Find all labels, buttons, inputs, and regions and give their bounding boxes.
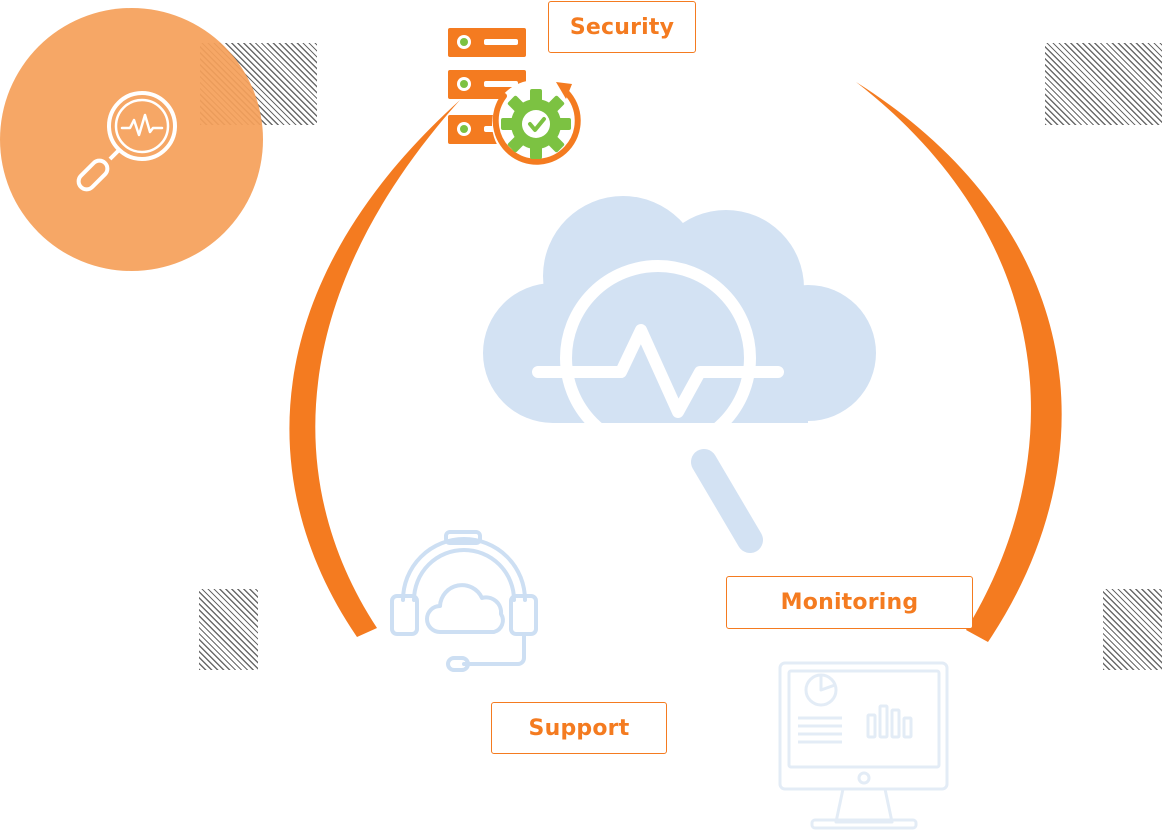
hatch-pattern-bottom-right [1103, 589, 1162, 670]
security-label: Security [548, 1, 696, 53]
monitoring-label: Monitoring [726, 576, 973, 629]
refresh-ring [492, 89, 581, 165]
headset-cloud-icon [390, 530, 538, 672]
support-label: Support [491, 702, 667, 754]
search-pulse-icon [76, 91, 177, 192]
hatch-pattern-top-right [1045, 43, 1162, 125]
server-gear-icon [448, 28, 581, 168]
left-arc [289, 100, 460, 637]
gear [501, 89, 571, 159]
refresh-arrowhead [556, 82, 572, 99]
magnifier [532, 260, 784, 553]
cloud-shape [483, 196, 876, 423]
orange-circle-badge [0, 8, 263, 271]
right-arc [856, 82, 1062, 642]
cloud-monitoring-icon [483, 196, 876, 553]
hatch-pattern-bottom-left [199, 589, 258, 670]
dashboard-monitor-icon [778, 661, 949, 830]
